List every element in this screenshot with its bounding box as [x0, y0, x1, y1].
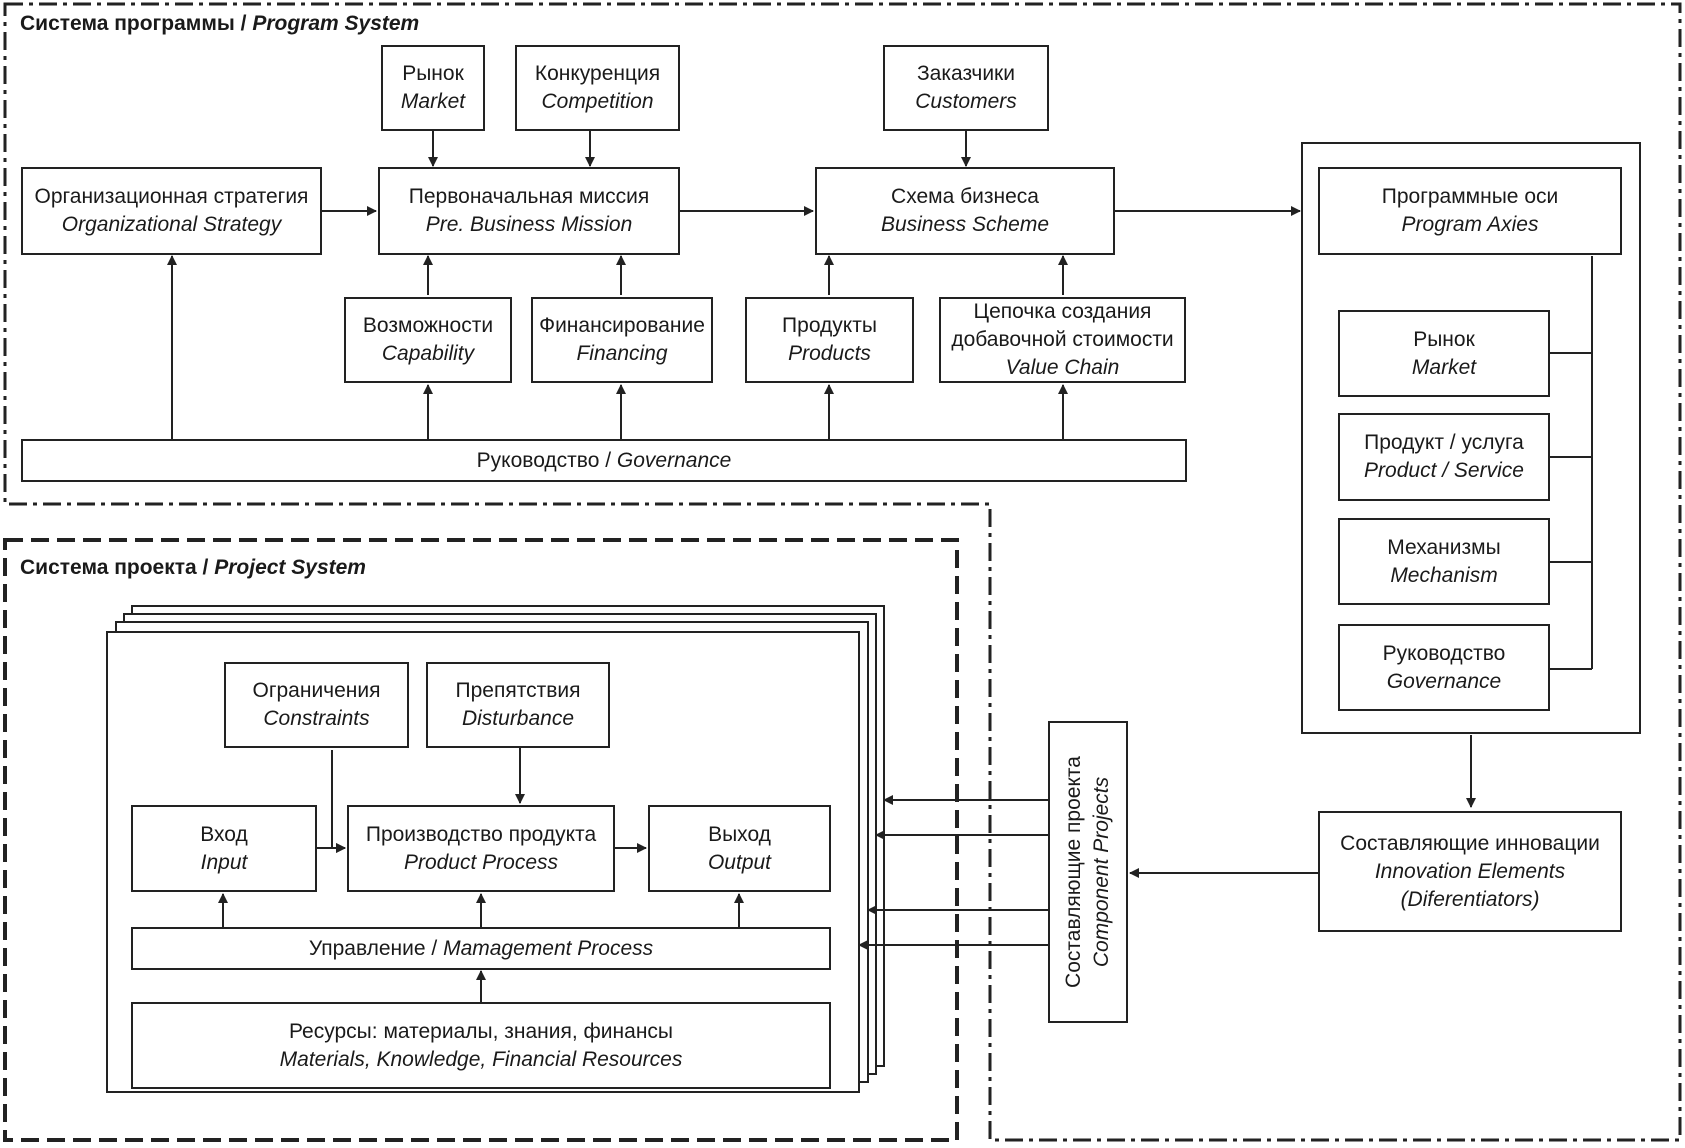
axis-market-label-ru: Рынок [1413, 327, 1475, 351]
program-axies-label-ru: Программные оси [1381, 185, 1559, 208]
value-chain-label-ru-1: Цепочка создания [973, 300, 1152, 323]
input-box: Вход Input [131, 805, 317, 892]
program-system-title-en: Program System [252, 12, 420, 35]
financing-label-ru: Финансирование [539, 314, 705, 337]
axis-product-label-en: Product / Service [1364, 459, 1524, 482]
business-scheme-box: Схема бизнеса Business Scheme [815, 167, 1115, 255]
pre-mission-label-en: Pre. Business Mission [425, 213, 633, 236]
axis-product-box: Продукт / услуга Product / Service [1338, 413, 1550, 501]
constraints-label-ru: Ограничения [252, 679, 381, 702]
axis-governance-label-en: Governance [1386, 669, 1502, 693]
capability-box: Возможности Capability [344, 297, 512, 383]
market-label-ru: Рынок [402, 62, 464, 85]
product-process-label-ru: Производство продукта [365, 822, 597, 846]
pre-mission-label-ru: Первоначальная миссия [408, 185, 650, 208]
business-scheme-label-ru: Схема бизнеса [891, 185, 1039, 208]
project-system-title-sep: / [196, 556, 215, 579]
resources-box: Ресурсы: материалы, знания, финансы Mate… [131, 1002, 831, 1089]
customers-label-ru: Заказчики [917, 62, 1015, 85]
axis-mechanism-label-en: Mechanism [1390, 563, 1498, 587]
management-sep: / [425, 936, 444, 960]
org-strategy-label-en: Organizational Strategy [61, 213, 282, 236]
project-system-title-en: Project System [214, 556, 366, 579]
project-system-title-ru: Система проекта [20, 556, 197, 579]
product-process-label-en: Product Process [403, 850, 559, 874]
management-bar: Управление / Mamagement Process [131, 927, 831, 970]
management-label-en: Mamagement Process [443, 936, 654, 960]
output-box: Выход Output [648, 805, 831, 892]
product-process-box: Производство продукта Product Process [347, 805, 615, 892]
market-box: Рынок Market [381, 45, 485, 131]
axies-bracket [1550, 256, 1593, 670]
competition-box: Конкуренция Competition [515, 45, 680, 131]
project-system-heading: Система проекта / Project System [20, 556, 366, 580]
component-projects-label-en: Component Projects [1090, 776, 1113, 968]
program-axies-box: Программные оси Program Axies [1318, 167, 1622, 255]
org-strategy-label-ru: Организационная стратегия [34, 185, 309, 208]
axis-product-label-ru: Продукт / услуга [1364, 431, 1524, 454]
financing-label-en: Financing [576, 342, 668, 365]
project-system-frame [3, 538, 959, 1142]
output-label-ru: Выход [708, 822, 771, 846]
program-axies-label-en: Program Axies [1401, 213, 1539, 236]
disturbance-label-ru: Препятствия [455, 679, 581, 702]
program-system-title-ru: Система программы [20, 12, 235, 35]
customers-label-en: Customers [915, 90, 1017, 113]
axis-mechanism-label-ru: Механизмы [1387, 535, 1501, 559]
input-label-en: Input [200, 850, 248, 874]
program-system-frame [3, 2, 1682, 1142]
axis-governance-label-ru: Руководство [1382, 641, 1506, 665]
program-system-title-sep: / [234, 12, 253, 35]
axis-mechanism-box: Механизмы Mechanism [1338, 518, 1550, 605]
governance-bar-sep: / [599, 448, 617, 472]
value-chain-box: Цепочка создания добавочной стоимости Va… [939, 297, 1186, 383]
market-label-en: Market [400, 90, 466, 113]
disturbance-box: Препятствия Disturbance [426, 662, 610, 748]
business-scheme-label-en: Business Scheme [880, 213, 1050, 236]
customers-box: Заказчики Customers [883, 45, 1049, 131]
management-label-ru: Управление [308, 936, 426, 960]
constraints-label-en: Constraints [263, 707, 370, 730]
governance-bar-label-en: Governance [616, 448, 732, 472]
program-system-heading: Система программы / Program System [20, 12, 419, 36]
axis-governance-box: Руководство Governance [1338, 624, 1550, 711]
products-label-ru: Продукты [782, 314, 877, 337]
capability-label-ru: Возможности [362, 314, 494, 337]
governance-bar: Руководство / Governance [21, 439, 1187, 482]
axis-market-label-en: Market [1411, 355, 1477, 379]
organizational-strategy-box: Организационная стратегия Organizational… [21, 167, 322, 255]
innovation-label-en-1: Innovation Elements [1374, 859, 1566, 883]
output-label-en: Output [707, 850, 772, 874]
value-chain-label-en: Value Chain [1005, 356, 1120, 379]
financing-box: Финансирование Financing [531, 297, 713, 383]
component-projects-label: Составляющие проекта Component Projects [1048, 722, 1128, 1022]
innovation-label-ru: Составляющие инновации [1340, 831, 1600, 855]
products-box: Продукты Products [745, 297, 914, 383]
value-chain-label-ru-2: добавочной стоимости [951, 328, 1174, 351]
capability-label-en: Capability [381, 342, 475, 365]
pre-business-mission-box: Первоначальная миссия Pre. Business Miss… [378, 167, 680, 255]
competition-label-ru: Конкуренция [534, 62, 661, 85]
axis-market-box: Рынок Market [1338, 310, 1550, 397]
innovation-elements-box: Составляющие инновации Innovation Elemen… [1318, 811, 1622, 932]
input-label-ru: Вход [200, 822, 248, 846]
disturbance-label-en: Disturbance [461, 707, 575, 730]
constraints-box: Ограничения Constraints [224, 662, 409, 748]
products-label-en: Products [788, 342, 871, 365]
component-projects-label-ru: Составляющие проекта [1062, 756, 1085, 988]
component-projects-box [1048, 721, 1128, 1023]
resources-label-ru: Ресурсы: материалы, знания, финансы [288, 1019, 674, 1043]
resources-label-en: Materials, Knowledge, Financial Resource… [279, 1047, 683, 1071]
competition-label-en: Competition [541, 90, 654, 113]
innovation-label-en-2: (Diferentiators) [1400, 887, 1540, 911]
governance-bar-label-ru: Руководство [476, 448, 600, 472]
